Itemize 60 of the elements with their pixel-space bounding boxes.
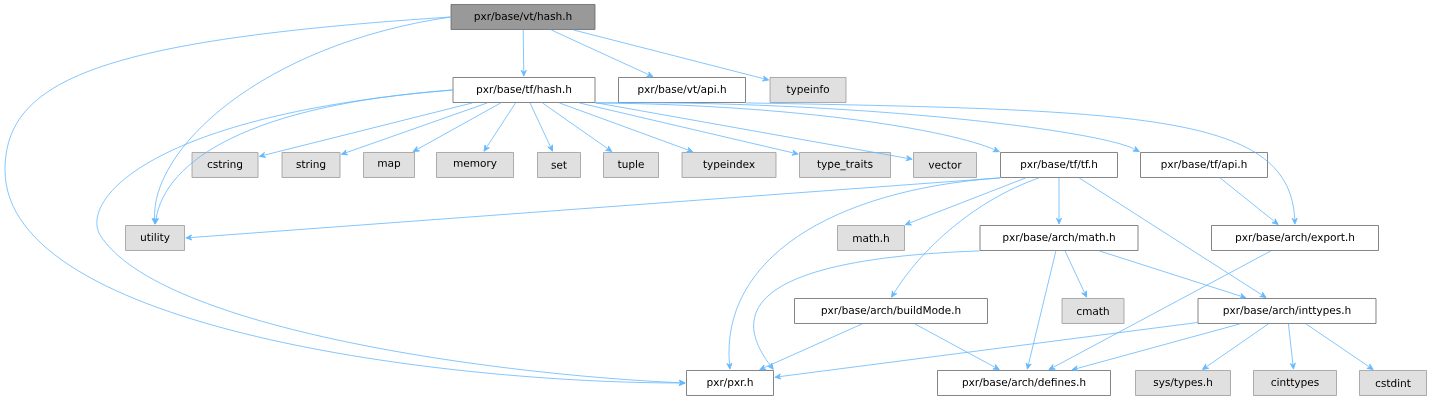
header-box: pxr/base/arch/export.h [1211,225,1379,251]
arrow [1288,323,1296,370]
header-box: cstdint [1359,370,1427,396]
arrow [96,89,686,386]
arrow [904,177,1027,226]
arrow [914,323,1000,370]
header-box: pxr/base/arch/buildMode.h [794,298,988,324]
header-box: set [537,152,581,178]
arrow [483,102,516,152]
arrow [1025,250,1057,370]
arrow [542,102,613,152]
arrow [520,29,527,77]
header-box: sys/types.h [1135,370,1231,396]
arrow [595,102,1140,152]
arrow [745,102,1298,225]
arrow [759,323,863,371]
header-box: tuple [603,152,659,178]
header-box: pxr/pxr.h [686,370,774,396]
header-box: pxr/base/tf/tf.h [1000,152,1118,178]
arrow [726,177,1001,370]
arrow [340,102,488,156]
header-box: cmath [1061,298,1125,324]
arrow [558,102,694,153]
arrow [550,29,654,78]
arrow [412,102,502,152]
header-box: pxr/base/tf/api.h [1140,152,1268,178]
arrow [1219,177,1279,225]
header-box: vector [913,152,977,178]
arrow [1064,250,1087,298]
arrow [4,16,686,386]
header-box: typeinfo [769,77,847,103]
header-box: type_traits [799,152,891,178]
arrow [1071,323,1241,372]
header-box: pxr/base/arch/inttypes.h [1197,298,1377,324]
arrow [1305,323,1374,370]
header-box: memory [436,152,514,178]
arrow [1056,177,1062,225]
header-box: pxr/base/vt/hash.h [450,4,596,30]
arrow [1078,177,1267,298]
arrow [753,250,980,370]
header-box: utility [125,225,185,251]
arrow [1098,250,1247,299]
arrow [891,177,1040,298]
arrow [572,29,770,82]
header-box: cinttypes [1253,370,1337,396]
header-box: pxr/base/arch/defines.h [937,370,1111,396]
header-box: map [363,152,415,178]
arrow [259,102,473,158]
arrow [774,322,1198,380]
arrow [1048,250,1272,370]
header-box: pxr/base/vt/api.h [618,77,746,103]
header-box: typeindex [681,152,777,178]
arrow [1202,323,1269,370]
arrow [578,102,799,156]
header-box: pxr/base/arch/math.h [979,225,1139,251]
header-box: math.h [837,225,905,251]
arrow [529,102,553,152]
header-box: cstring [191,152,259,178]
header-box: pxr/base/tf/hash.h [452,77,596,103]
header-box: string [281,152,341,178]
